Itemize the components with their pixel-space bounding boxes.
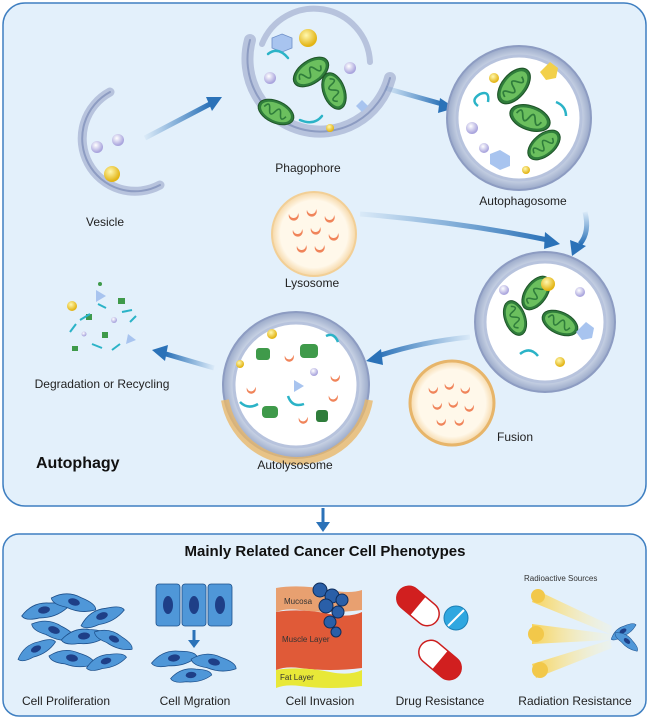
radiation-sources-label: Radioactive Sources [524, 574, 597, 583]
arrow-fusion-to-autolysosome [377, 334, 471, 359]
autolysosome-structure [221, 311, 373, 465]
arrowhead-5 [366, 349, 383, 365]
arrowhead-1 [206, 97, 222, 111]
degradation-fragments [67, 282, 137, 351]
arrow-autophagosome-to-fusion [577, 211, 590, 246]
vesicle-structure [77, 87, 165, 196]
invasion-layer-mucosa: Mucosa [284, 597, 313, 606]
degradation-label: Degradation or Recycling [35, 377, 170, 391]
invasion-layer-fat: Fat Layer [280, 673, 314, 682]
autophagosome-structure [446, 45, 592, 191]
phenotype-label-migration: Cell Mgration [160, 694, 231, 708]
drug-resistance-illustration [396, 585, 469, 681]
autophagy-title: Autophagy [36, 455, 120, 472]
cell-migration-illustration [149, 583, 239, 685]
arrowhead-3 [570, 240, 586, 256]
cell-invasion-illustration [276, 582, 362, 688]
phenotype-label-drug: Drug Resistance [396, 694, 485, 708]
autolysosome-label: Autolysosome [257, 458, 333, 472]
arrow-vesicle-to-phagophore [143, 101, 212, 141]
connector-arrowhead [316, 522, 330, 532]
arrow-lysosome-to-fusion [359, 211, 549, 243]
autophagosome-label: Autophagosome [479, 194, 567, 208]
arrow-autolysosome-to-degradation [165, 351, 215, 371]
vesicle-label: Vesicle [86, 215, 124, 229]
fusion-label: Fusion [497, 430, 533, 444]
radiation-resistance-illustration [528, 589, 642, 678]
phenotypes-title: Mainly Related Cancer Cell Phenotypes [185, 543, 466, 560]
phenotype-label-invasion: Cell Invasion [286, 694, 355, 708]
phenotype-label-proliferation: Cell Proliferation [22, 694, 110, 708]
arrow-phagophore-to-autophagosome [384, 85, 443, 107]
invasion-layer-muscle: Muscle Layer [282, 635, 330, 644]
phagophore-structure [241, 5, 396, 138]
lysosome-structure [271, 191, 357, 277]
fusion-structure [408, 251, 616, 447]
arrowhead-4 [544, 232, 560, 249]
phenotype-label-radiation: Radiation Resistance [518, 694, 632, 708]
phagophore-label: Phagophore [275, 161, 341, 175]
arrowhead-6 [152, 345, 168, 361]
lysosome-label: Lysosome [285, 276, 340, 290]
